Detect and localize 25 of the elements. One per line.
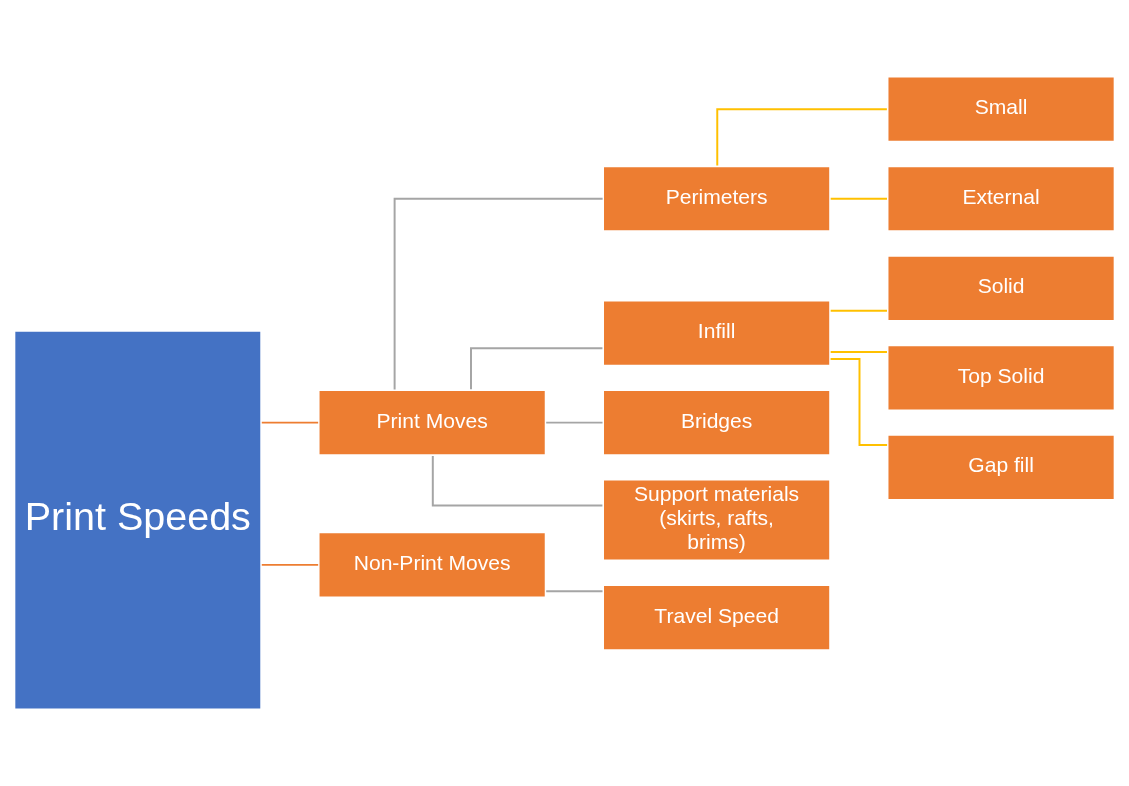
node-box: Top Solid (885, 343, 1117, 413)
connector (829, 197, 888, 200)
node-box: Print Moves (316, 388, 548, 457)
node-box: Non-Print Moves (316, 530, 548, 600)
connector (545, 590, 604, 593)
node-box: Infill (601, 298, 832, 368)
node-box: Solid (885, 254, 1117, 323)
node-box: Travel Speed (601, 583, 832, 652)
connector (545, 421, 604, 424)
connector (829, 358, 889, 446)
node-box: Gap fill (885, 433, 1117, 502)
node-box: Print Speeds (12, 329, 263, 712)
connector (431, 454, 604, 507)
connector (393, 197, 604, 391)
connector (260, 563, 320, 566)
node-box: Perimeters (601, 164, 832, 233)
node-box: Support materials (skirts, rafts, brims) (601, 477, 832, 563)
connector (470, 347, 604, 391)
node-box: External (885, 164, 1117, 233)
connector (829, 309, 888, 312)
node-box: Small (885, 74, 1117, 144)
connector (716, 108, 888, 167)
connector (260, 421, 320, 424)
node-box: Bridges (601, 388, 832, 457)
connector (829, 350, 888, 353)
